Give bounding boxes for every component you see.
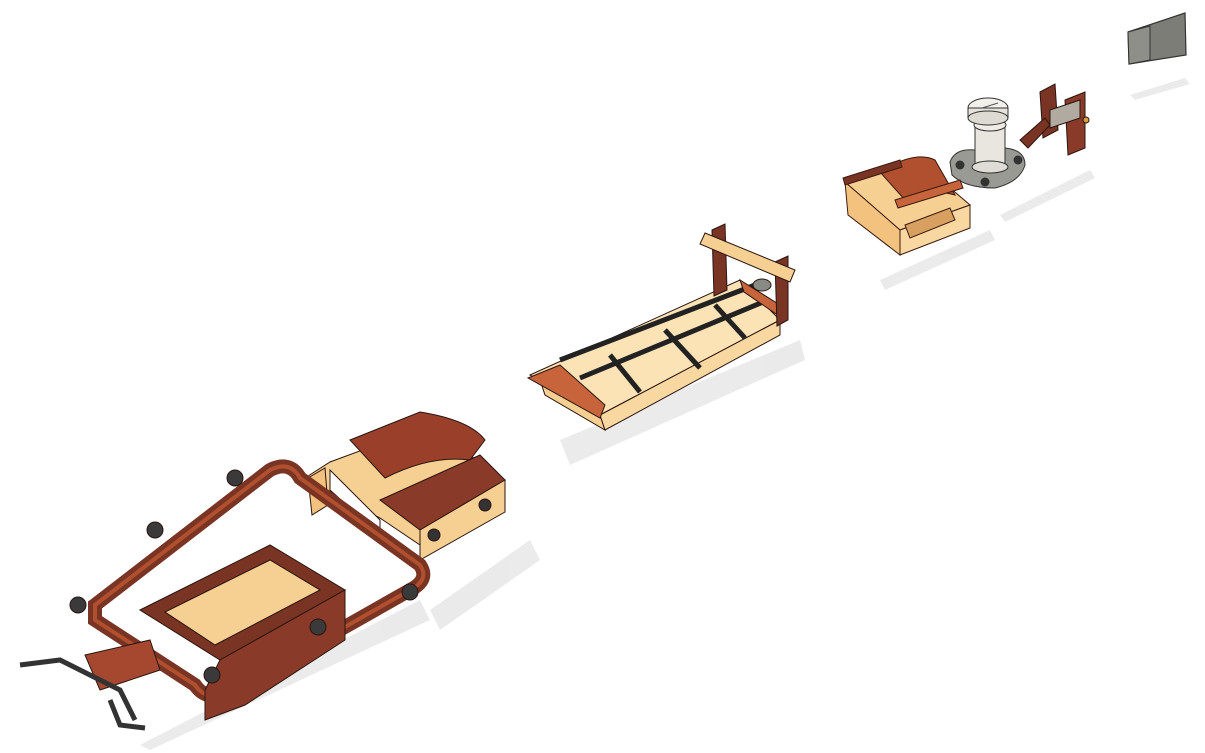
forward-cabin-part[interactable] <box>304 411 506 561</box>
hull-frame-part[interactable] <box>19 459 431 731</box>
deck-part[interactable] <box>526 223 796 432</box>
capstan-part[interactable] <box>949 97 1026 189</box>
transom-panel-part[interactable] <box>1127 12 1187 65</box>
winch-part[interactable] <box>1019 83 1090 156</box>
cabin-part[interactable] <box>842 156 971 257</box>
